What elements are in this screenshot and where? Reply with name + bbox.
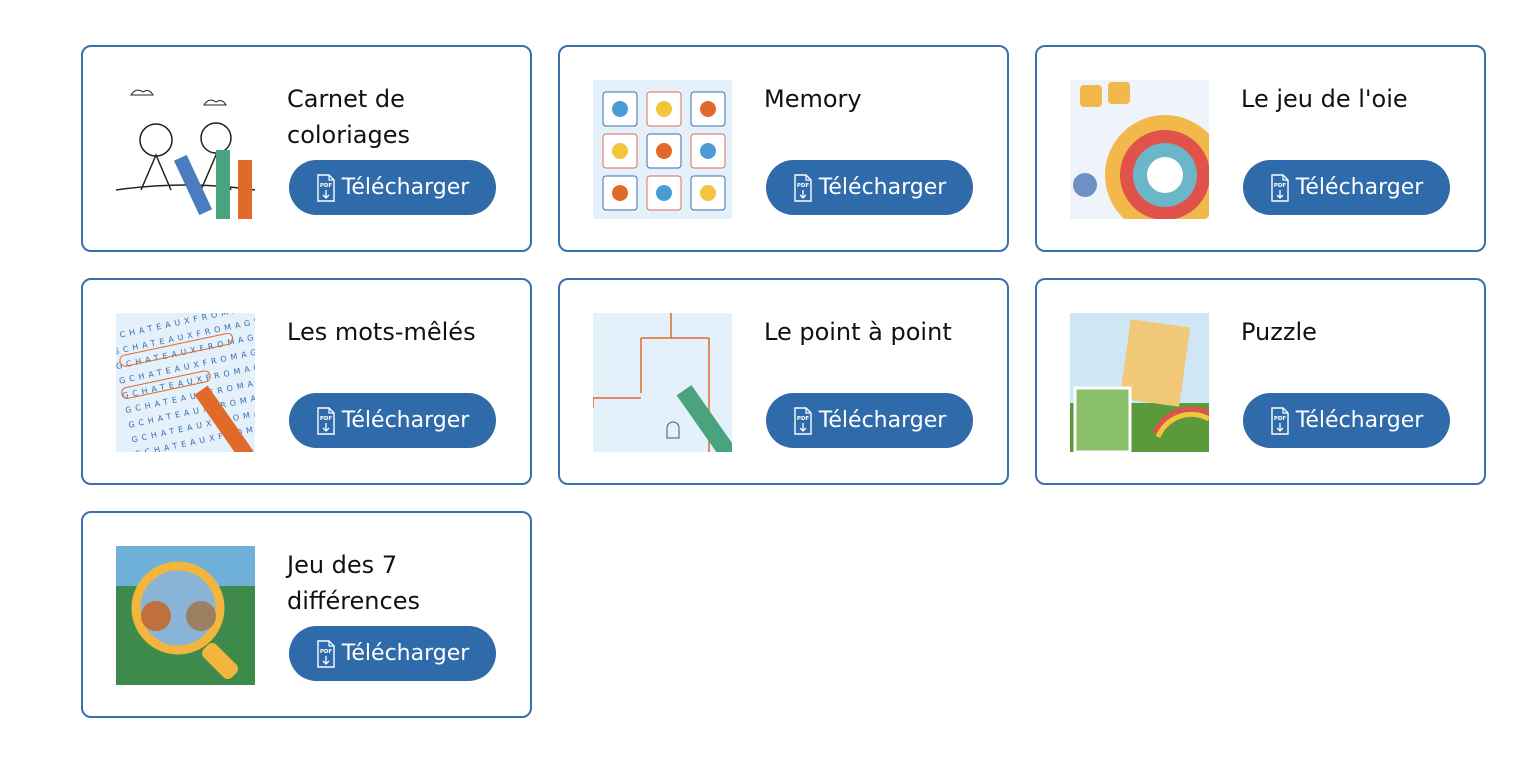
- download-label: Télécharger: [341, 408, 470, 433]
- coloring-book-thumbnail: [116, 80, 255, 219]
- card-title: Les mots-mêlés: [287, 318, 476, 346]
- download-button[interactable]: PDF Télécharger: [289, 393, 496, 448]
- card-title: Le jeu de l'oie: [1241, 85, 1408, 113]
- word-search-thumbnail: GCHATEAUXFROMAGEMAISONGCHATEAUXFROMAGEMA…: [116, 313, 255, 452]
- download-label: Télécharger: [818, 175, 947, 200]
- pdf-download-icon: PDF: [1270, 406, 1290, 436]
- download-card: GCHATEAUXFROMAGEMAISONGCHATEAUXFROMAGEMA…: [81, 278, 532, 485]
- svg-text:PDF: PDF: [1274, 183, 1287, 189]
- download-card: Le point à point PDF Télécharger: [558, 278, 1009, 485]
- card-title: Memory: [764, 85, 862, 113]
- pdf-download-icon: PDF: [793, 406, 813, 436]
- pdf-download-icon: PDF: [316, 173, 336, 203]
- memory-game-thumbnail: [593, 80, 732, 219]
- goose-game-thumbnail: [1070, 80, 1209, 219]
- svg-text:PDF: PDF: [797, 183, 810, 189]
- download-button[interactable]: PDF Télécharger: [1243, 393, 1450, 448]
- svg-text:PDF: PDF: [797, 416, 810, 422]
- card-title: Jeu des 7 différences: [287, 551, 420, 615]
- download-card: Le jeu de l'oie PDF Télécharger: [1035, 45, 1486, 252]
- download-card: Jeu des 7 différences PDF Télécharger: [81, 511, 532, 718]
- pdf-download-icon: PDF: [316, 406, 336, 436]
- download-label: Télécharger: [341, 641, 470, 666]
- download-label: Télécharger: [341, 175, 470, 200]
- svg-text:PDF: PDF: [320, 416, 333, 422]
- download-button[interactable]: PDF Télécharger: [289, 626, 496, 681]
- card-title: Le point à point: [764, 318, 952, 346]
- pdf-download-icon: PDF: [316, 639, 336, 669]
- download-label: Télécharger: [818, 408, 947, 433]
- svg-text:PDF: PDF: [320, 183, 333, 189]
- download-label: Télécharger: [1295, 408, 1424, 433]
- download-card: Carnet de coloriages PDF Télécharger: [81, 45, 532, 252]
- pdf-download-icon: PDF: [793, 173, 813, 203]
- download-card: Memory PDF Télécharger: [558, 45, 1009, 252]
- dot-to-dot-thumbnail: [593, 313, 732, 452]
- svg-text:PDF: PDF: [1274, 416, 1287, 422]
- pdf-download-icon: PDF: [1270, 173, 1290, 203]
- svg-text:PDF: PDF: [320, 649, 333, 655]
- card-title: Puzzle: [1241, 318, 1317, 346]
- download-button[interactable]: PDF Télécharger: [1243, 160, 1450, 215]
- spot-the-difference-thumbnail: [116, 546, 255, 685]
- download-button[interactable]: PDF Télécharger: [766, 160, 973, 215]
- download-card: Puzzle PDF Télécharger: [1035, 278, 1486, 485]
- download-button[interactable]: PDF Télécharger: [289, 160, 496, 215]
- puzzle-thumbnail: [1070, 313, 1209, 452]
- downloads-grid: Carnet de coloriages PDF Télécharger Mem…: [81, 45, 1486, 718]
- download-label: Télécharger: [1295, 175, 1424, 200]
- download-button[interactable]: PDF Télécharger: [766, 393, 973, 448]
- card-title: Carnet de coloriages: [287, 85, 410, 149]
